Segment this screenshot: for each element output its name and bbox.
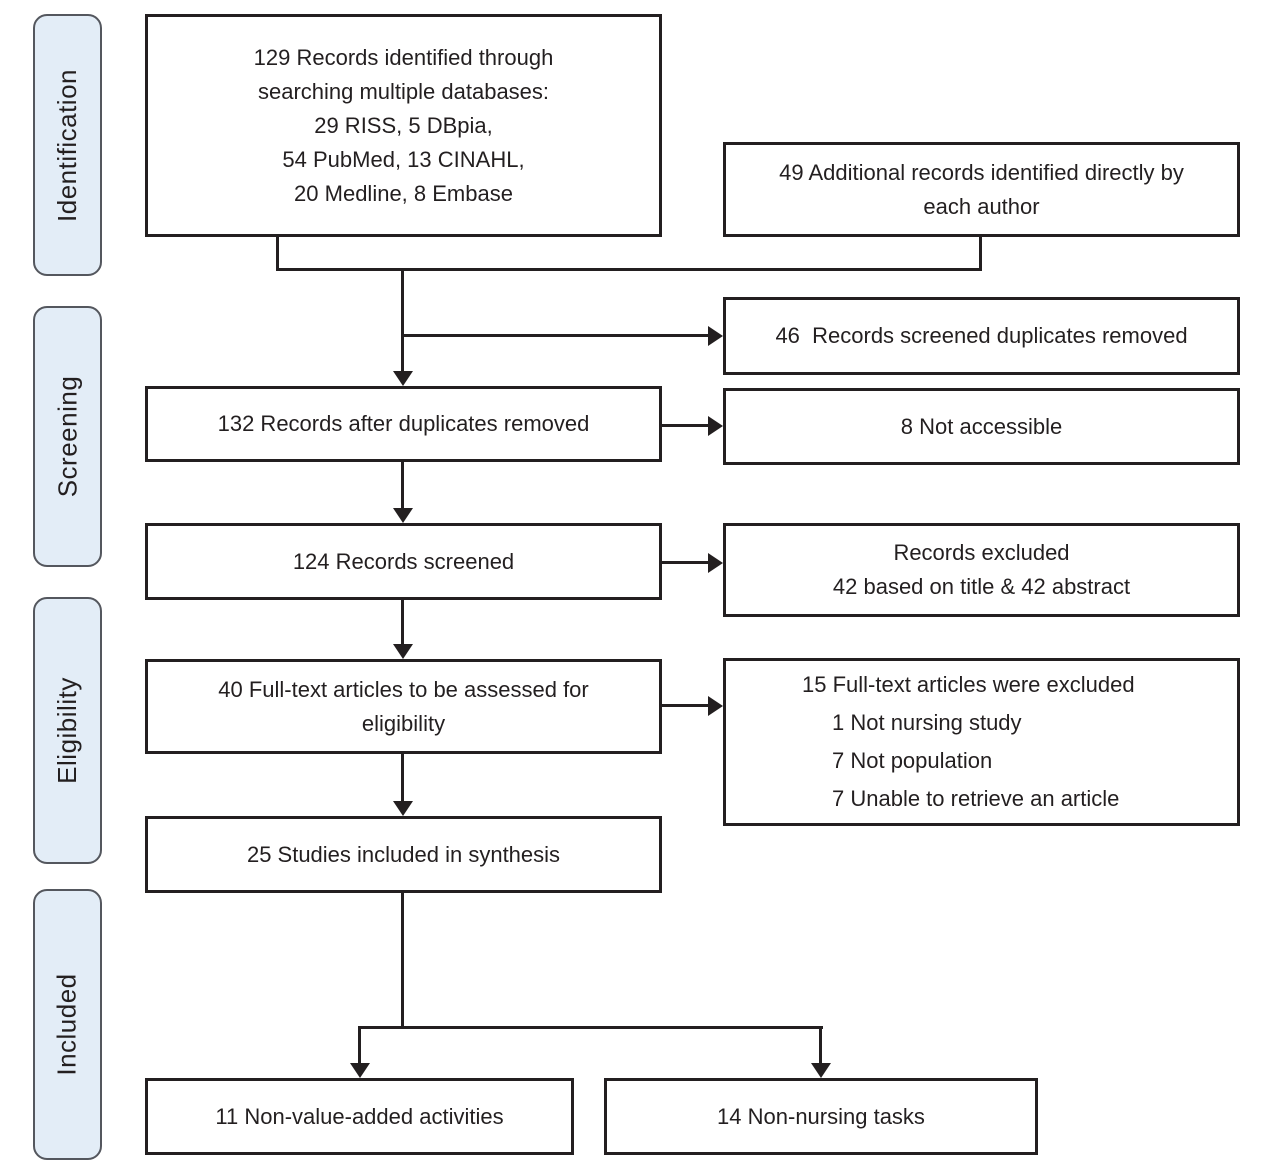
- stage-included: Included: [33, 889, 102, 1160]
- box-records-excluded: Records excluded 42 based on title & 42 …: [723, 523, 1240, 617]
- box-text-line: 40 Full-text articles to be assessed for: [218, 676, 589, 702]
- box-records-screened: 124 Records screened: [145, 523, 662, 600]
- box-text-line: 7 Not population: [832, 748, 993, 773]
- box-not-accessible: 8 Not accessible: [723, 388, 1240, 465]
- box-nonnursing-tasks: 14 Non-nursing tasks: [604, 1078, 1038, 1155]
- connector-to-fulltext-excluded: [662, 704, 708, 707]
- connector-screened-to-fulltext: [401, 600, 404, 645]
- box-text-line: Records excluded: [893, 540, 1070, 565]
- box-studies-synthesis: 25 Studies included in synthesis: [145, 816, 662, 893]
- arrowhead-into-records-excluded: [708, 553, 723, 573]
- box-nonvalue-activities: 11 Non-value-added activities: [145, 1078, 574, 1155]
- box-text-line: searching multiple databases:: [257, 78, 550, 104]
- arrowhead-into-synthesis: [393, 801, 413, 816]
- arrowhead-into-nonvalue: [350, 1063, 370, 1078]
- connector-split-to-nonnursing: [819, 1026, 822, 1064]
- arrowhead-into-fulltext: [393, 644, 413, 659]
- connector-split-to-nonvalue: [358, 1026, 361, 1064]
- connector-fulltext-to-synthesis: [401, 754, 404, 802]
- box-text-line: 46 Records screened duplicates removed: [775, 323, 1188, 348]
- arrowhead-into-not-accessible: [708, 416, 723, 436]
- connector-synthesis-down: [401, 893, 404, 1029]
- box-text-line: 129 Records identified through: [253, 44, 554, 70]
- connector-merge-line: [276, 268, 982, 271]
- stage-identification: Identification: [33, 14, 102, 276]
- box-text-line: 15 Full-text articles were excluded: [802, 672, 1135, 697]
- box-text-line: eligibility: [361, 710, 446, 736]
- box-text-line: 1 Not nursing study: [832, 710, 1022, 735]
- stage-screening: Screening: [33, 306, 102, 567]
- box-additional-records: 49 Additional records identified directl…: [723, 142, 1240, 237]
- arrowhead-into-fulltext-excluded: [708, 696, 723, 716]
- stage-label: Identification: [52, 68, 83, 222]
- box-fulltext-assessed: 40 Full-text articles to be assessed for…: [145, 659, 662, 754]
- stage-label: Eligibility: [52, 677, 82, 784]
- connector-additional-stub: [979, 237, 982, 271]
- box-records-identified: 129 Records identified through searching…: [145, 14, 662, 237]
- connector-to-records-excluded: [662, 561, 708, 564]
- box-duplicates-screened: 46 Records screened duplicates removed: [723, 297, 1240, 375]
- box-text-line: 29 RISS, 5 DBpia,: [314, 112, 493, 138]
- box-after-duplicates: 132 Records after duplicates removed: [145, 386, 662, 462]
- box-text-line: 8 Not accessible: [900, 413, 1063, 439]
- stage-eligibility: Eligibility: [33, 597, 102, 864]
- box-text-line: 124 Records screened: [292, 548, 515, 574]
- connector-afterduplicates-to-screened: [401, 462, 404, 511]
- box-text-line: 42 based on title & 42 abstract: [832, 574, 1131, 599]
- box-text-line: 132 Records after duplicates removed: [217, 411, 590, 436]
- box-text-line: 20 Medline, 8 Embase: [294, 180, 513, 206]
- stage-label: Screening: [52, 375, 83, 498]
- arrowhead-into-screened: [393, 508, 413, 523]
- box-text-line: each author: [923, 193, 1040, 219]
- box-text-line: 7 Unable to retrieve an article: [832, 786, 1120, 811]
- arrowhead-into-nonnursing: [811, 1063, 831, 1078]
- connector-to-duplicates-screened: [401, 334, 711, 337]
- stage-label: Included: [52, 973, 82, 1076]
- box-text-line: 25 Studies included in synthesis: [246, 841, 561, 867]
- connector-split-line: [358, 1026, 823, 1029]
- box-text-line: 11 Non-value-added activities: [215, 1103, 504, 1129]
- box-fulltext-excluded: 15 Full-text articles were excluded 1 No…: [723, 658, 1240, 826]
- box-text-line: 14 Non-nursing tasks: [717, 1103, 925, 1129]
- connector-to-not-accessible: [662, 424, 708, 427]
- connector-merge-to-afterduplicates: [401, 268, 404, 373]
- connector-identified-stub: [276, 237, 279, 271]
- box-text-line: 49 Additional records identified directl…: [779, 159, 1184, 185]
- arrowhead-into-afterduplicates: [393, 371, 413, 386]
- arrowhead-into-duplicates-screened: [708, 326, 723, 346]
- box-text-line: 54 PubMed, 13 CINAHL,: [282, 146, 525, 172]
